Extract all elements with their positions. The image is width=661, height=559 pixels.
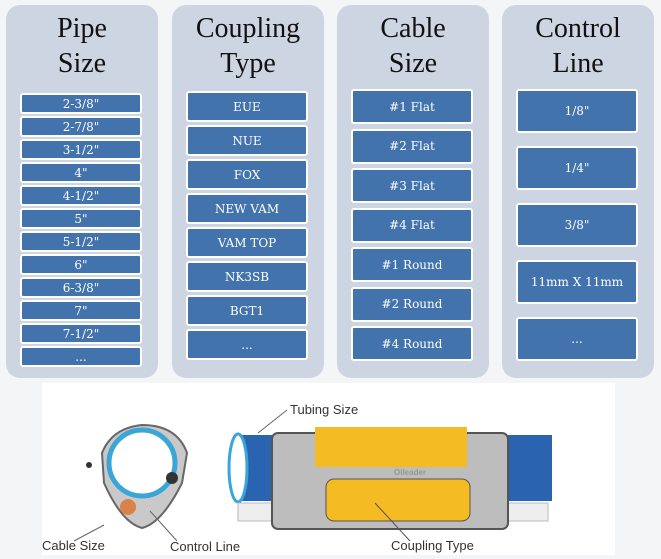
pipe-size-option[interactable]: 6" bbox=[20, 254, 142, 275]
pipe-size-option[interactable]: 5" bbox=[20, 208, 142, 229]
pipe-size-option[interactable]: 2-3/8" bbox=[20, 93, 142, 114]
title-line: Cable bbox=[380, 13, 446, 44]
cross-section-view bbox=[86, 423, 189, 530]
pipe-size-option[interactable]: 5-1/2" bbox=[20, 231, 142, 252]
title-line: Control bbox=[535, 13, 621, 44]
control-line-option[interactable]: ... bbox=[516, 317, 638, 361]
title-line: Line bbox=[552, 48, 604, 79]
side-view: Oileader bbox=[73, 409, 552, 542]
cable-size-option[interactable]: #4 Round bbox=[351, 326, 473, 361]
control-line-option[interactable]: 1/4" bbox=[516, 146, 638, 190]
title-line: Size bbox=[388, 48, 438, 79]
cable-size-option[interactable]: #2 Round bbox=[351, 286, 473, 322]
control-line-option[interactable]: 3/8" bbox=[516, 203, 638, 247]
pipe-size-option[interactable]: 2-7/8" bbox=[20, 116, 142, 137]
protector-diagram: Oileader bbox=[73, 409, 552, 542]
title-line: Pipe bbox=[57, 13, 107, 44]
control-line-label: Control Line bbox=[170, 539, 241, 554]
cable-size-option[interactable]: #2 Flat bbox=[351, 128, 473, 164]
coupling-type-option[interactable]: VAM TOP bbox=[186, 227, 308, 258]
tubing-size-label: Tubing Size bbox=[290, 402, 359, 417]
coupling-type-option[interactable]: NUE bbox=[186, 125, 308, 156]
cable-size-option[interactable]: #3 Flat bbox=[351, 168, 473, 203]
pipe-size-option[interactable]: 4" bbox=[20, 162, 142, 183]
title-line: Coupling bbox=[195, 13, 301, 44]
coupling-type-option[interactable]: FOX bbox=[186, 159, 308, 190]
pipe-size-option[interactable]: 3-1/2" bbox=[20, 139, 142, 160]
cable-size-option[interactable]: #4 Flat bbox=[351, 207, 473, 243]
pipe-size-option[interactable]: ... bbox=[20, 346, 142, 367]
control-line-option[interactable]: 1/8" bbox=[516, 89, 638, 133]
coupling-type-option[interactable]: NK3SB bbox=[186, 261, 308, 292]
pipe-size-option[interactable]: 4-1/2" bbox=[20, 185, 142, 206]
pipe-size-option[interactable]: 7" bbox=[20, 300, 142, 321]
cable-size-option[interactable]: #1 Round bbox=[351, 247, 473, 282]
control-line-option[interactable]: 11mm X 11mm bbox=[516, 260, 638, 304]
brand-text: Oileader bbox=[394, 468, 426, 477]
coupling-type-option[interactable]: ... bbox=[186, 329, 308, 360]
cable-size-label: Cable Size bbox=[42, 538, 105, 553]
coupling-type-option[interactable]: BGT1 bbox=[186, 295, 308, 326]
cable-size-option[interactable]: #1 Flat bbox=[351, 89, 473, 124]
pipe-size-option[interactable]: 6-3/8" bbox=[20, 277, 142, 298]
coupling-type-option[interactable]: EUE bbox=[186, 91, 308, 122]
cable-protector-illustration: Oileader Tubing Size Cable Size Control … bbox=[42, 383, 615, 555]
title-line: Type bbox=[220, 48, 276, 79]
title-line: Size bbox=[57, 48, 107, 79]
coupling-type-label: Coupling Type bbox=[391, 538, 474, 553]
pipe-size-option[interactable]: 7-1/2" bbox=[20, 323, 142, 344]
coupling-type-option[interactable]: NEW VAM bbox=[186, 193, 308, 224]
